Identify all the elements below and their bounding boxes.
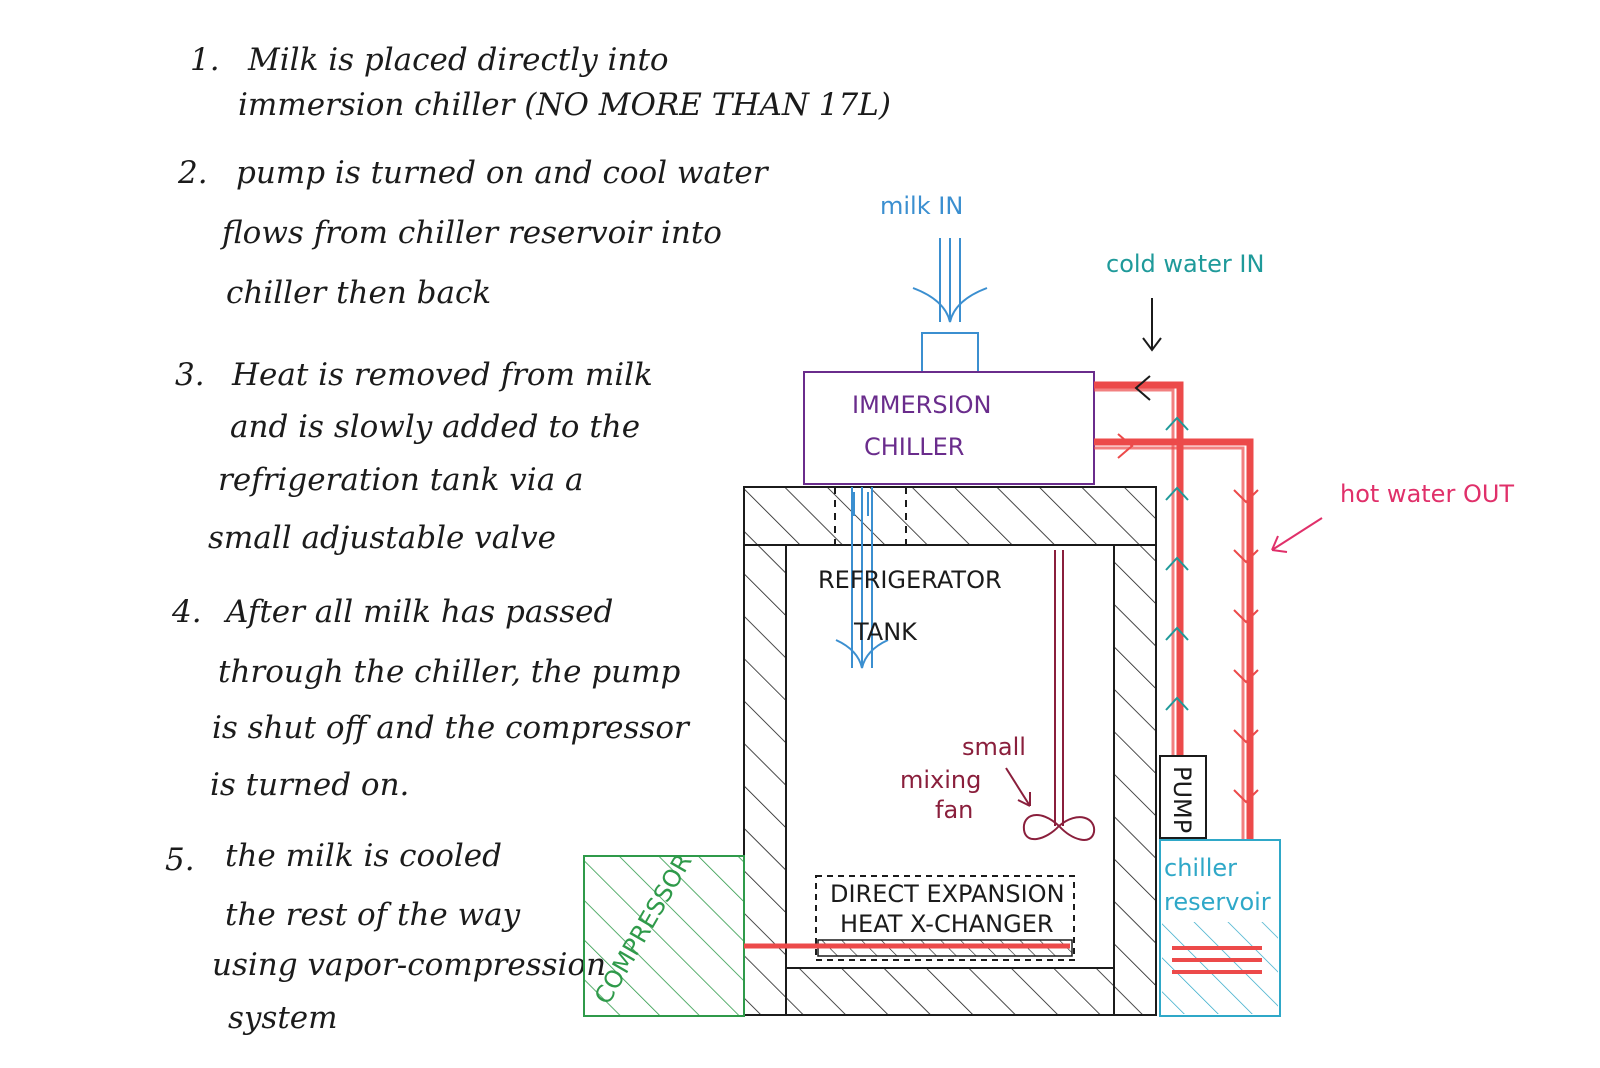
immersion-chiller-label-1: IMMERSION: [852, 391, 992, 419]
step-3-line-3: refrigeration tank via a: [218, 462, 584, 498]
hot-water-out: hot water OUT: [1271, 480, 1514, 553]
step-2-line-1: pump is turned on and cool water: [236, 155, 770, 191]
step-2-number: 2.: [177, 155, 208, 191]
hot-water-pipe-outline: [1094, 446, 1245, 840]
step-4-line-4: is turned on.: [210, 767, 409, 803]
step-1: 1. Milk is placed directly into immersio…: [190, 42, 891, 123]
step-3-line-4: small adjustable valve: [208, 520, 556, 556]
tank-right-wall: [1113, 544, 1157, 1016]
step-2-line-3: chiller then back: [226, 275, 491, 311]
refrigerator-tank: REFRIGERATOR TANK small mixing fan DIREC…: [743, 486, 1157, 1016]
immersion-chiller: IMMERSION CHILLER: [803, 371, 1095, 485]
cold-water-in-label: cold water IN: [1106, 250, 1264, 278]
cold-flow-chevrons: [1165, 416, 1189, 711]
step-5-line-3: using vapor-compression: [212, 947, 606, 983]
fan-pointer-arrow: [1005, 767, 1031, 807]
tank-label-2: TANK: [853, 618, 918, 646]
step-1-line-2: immersion chiller (NO MORE THAN 17L): [238, 87, 891, 123]
hot-water-out-arrow: [1271, 517, 1323, 553]
step-5: 5. the milk is cooled the rest of the wa…: [165, 838, 606, 1036]
step-list: 1. Milk is placed directly into immersio…: [165, 42, 891, 1036]
reservoir-label-2: reservoir: [1164, 888, 1271, 916]
step-1-number: 1.: [190, 42, 220, 78]
step-3-line-1: Heat is removed from milk: [231, 357, 653, 393]
compressor: COMPRESSOR: [583, 849, 745, 1017]
step-4-line-2: through the chiller, the pump: [218, 654, 681, 690]
cold-water-in-arrow: [1142, 298, 1162, 352]
tank-label-1: REFRIGERATOR: [818, 566, 1002, 594]
mixing-fan: [1022, 550, 1096, 841]
hot-outlet-chevron: [1117, 433, 1134, 459]
milk-inlet: milk IN: [880, 192, 988, 372]
tank-bottom-insulation: [785, 967, 1115, 1016]
heat-exchanger: DIRECT EXPANSION HEAT X-CHANGER: [815, 875, 1075, 961]
hot-water-out-label: hot water OUT: [1340, 480, 1514, 508]
tank-lid-insulation: [743, 486, 1157, 546]
fan-label-3: fan: [935, 796, 973, 824]
mixing-fan-label: small mixing fan: [900, 733, 1031, 824]
step-5-number: 5.: [165, 842, 195, 878]
reservoir-label-1: chiller: [1164, 854, 1237, 882]
step-2-line-2: flows from chiller reservoir into: [220, 215, 722, 251]
milk-in-label: milk IN: [880, 192, 963, 220]
step-3: 3. Heat is removed from milk and is slow…: [175, 357, 653, 556]
water-loop: [1094, 375, 1259, 840]
hx-label-1: DIRECT EXPANSION: [830, 880, 1065, 908]
step-5-line-1: the milk is cooled: [225, 838, 502, 874]
hx-label-2: HEAT X-CHANGER: [840, 910, 1054, 938]
milk-flow-arrows: [835, 487, 889, 669]
chiller-reservoir: chiller reservoir: [1159, 839, 1281, 1017]
step-2: 2. pump is turned on and cool water flow…: [177, 155, 770, 311]
cold-water-in: cold water IN: [1106, 250, 1264, 352]
milk-passage-dashed: [834, 487, 907, 545]
pump-label: PUMP: [1168, 766, 1196, 833]
pump: PUMP: [1159, 755, 1207, 839]
step-5-line-2: the rest of the way: [225, 897, 521, 933]
step-3-number: 3.: [175, 357, 205, 393]
fan-label-1: small: [962, 733, 1026, 761]
step-1-line-1: Milk is placed directly into: [247, 42, 669, 78]
step-5-line-4: system: [228, 1000, 338, 1036]
step-3-line-2: and is slowly added to the: [230, 409, 640, 445]
hot-flow-chevrons: [1233, 489, 1259, 804]
step-4: 4. After all milk has passed through the…: [171, 594, 691, 803]
step-4-line-3: is shut off and the compressor: [212, 710, 691, 746]
step-4-line-1: After all milk has passed: [223, 594, 613, 630]
step-4-number: 4.: [171, 594, 202, 630]
cold-water-pipe-outline: [1094, 388, 1175, 756]
reservoir-water: [1162, 922, 1278, 1014]
tank-inner-cavity: [785, 544, 1115, 969]
reservoir-coil: [1172, 946, 1262, 974]
immersion-chiller-label-2: CHILLER: [864, 433, 964, 461]
milk-inlet-neck: [921, 332, 979, 372]
hot-water-pipe: [1094, 438, 1254, 840]
milk-in-arrow: [912, 238, 988, 323]
cold-inlet-chevron: [1134, 375, 1151, 401]
fan-label-2: mixing: [900, 766, 981, 794]
